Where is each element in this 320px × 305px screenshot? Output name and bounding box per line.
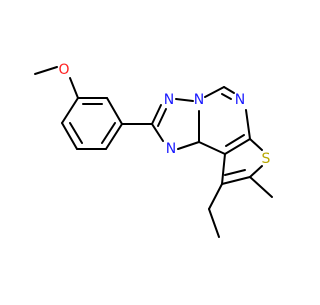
molecule-diagram: O N N N N S	[34, 62, 273, 238]
bond-c2-n1	[151, 104, 162, 125]
bonds	[34, 66, 273, 238]
bond-ch-n	[223, 86, 235, 94]
bond-benzene-2	[61, 122, 78, 150]
bond-ch-n-double	[221, 93, 232, 100]
bond-c-n3	[177, 141, 200, 150]
bond-c-c-thio	[221, 176, 251, 185]
bond-c-c-fused	[224, 138, 251, 155]
bond-n3-c2	[151, 123, 164, 142]
bond-s-c	[249, 165, 263, 178]
bond-c-c-thio-double	[224, 169, 246, 176]
bond-c-s	[249, 138, 263, 151]
bond-benzene-inner-2	[101, 122, 116, 144]
bond-c-c-thio-2	[221, 153, 226, 185]
bond-benzene-5	[106, 97, 123, 125]
bond-n-c	[245, 109, 251, 140]
atom-labels: O N N N N S	[58, 62, 270, 167]
bond-benzene-1	[61, 97, 79, 124]
bond-fused-c	[198, 141, 226, 155]
bond-ethyl-1	[208, 183, 223, 210]
bond-ethyl-2	[208, 208, 220, 238]
atom-label-n4: N	[235, 92, 245, 108]
atom-label-o: O	[58, 62, 69, 78]
molecule-structure: O N N N N S	[34, 62, 273, 238]
bond-c2-n1-double	[157, 108, 167, 127]
bond-n1-n2	[175, 98, 194, 102]
bond-benzene-inner-1	[69, 122, 83, 144]
atom-label-n1: N	[164, 92, 174, 108]
bond-c-c-fused-double	[225, 134, 245, 147]
bond-benzene-4	[105, 123, 123, 150]
atom-label-n2: N	[194, 92, 204, 108]
atom-label-s: S	[262, 151, 271, 167]
bond-methyl	[249, 176, 273, 198]
atom-label-n3: N	[166, 141, 176, 157]
bond-n2-ch	[204, 86, 225, 98]
bond-o-ring	[69, 77, 79, 99]
bond-methyl-o	[34, 66, 58, 75]
